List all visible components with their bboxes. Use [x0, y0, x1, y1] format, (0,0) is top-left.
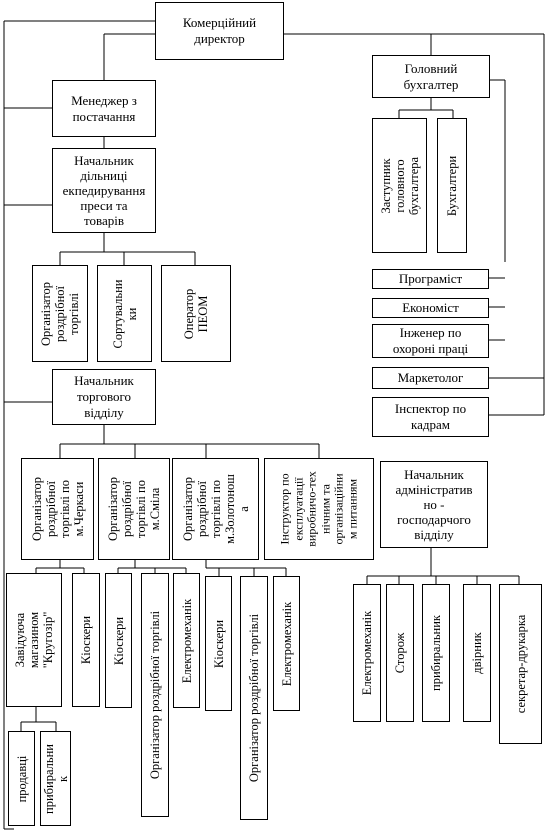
- retail-organizer-box: Організатор роздрібної торгівлі: [32, 265, 88, 362]
- cleaner-admin-box: прибиральник: [422, 584, 450, 722]
- electromechanic-zolotonosha-label: Електромеханік: [279, 601, 294, 686]
- kiosks-zolotonosha-box: Кіоскери: [205, 576, 232, 711]
- pc-operator-label: Оператор ПЕОМ: [182, 288, 210, 339]
- electromechanic-admin-label: Електромеханік: [360, 610, 374, 696]
- marketer-box: Маркетолог: [372, 367, 489, 389]
- safety-engineer-box: Інженер по охороні праці: [372, 324, 489, 358]
- deputy-chief-accountant-label: Заступник головного бухгалтера: [378, 156, 421, 215]
- trade-head-box: Начальник торгового відділу: [52, 369, 156, 425]
- retail-organizer-zolotonosha-label: Організатор роздрібної торгівлі: [247, 613, 261, 783]
- kiosks-cherkasy-label: Кіоскери: [79, 615, 93, 665]
- org-zolotonosha-label: Організатор роздрібної торгівлі по м.Зол…: [180, 474, 251, 544]
- kiosks-smila-label: Кіоскери: [111, 616, 126, 665]
- sorters-label: Сортувальни ки: [110, 279, 139, 348]
- kiosks-cherkasy-box: Кіоскери: [72, 573, 100, 707]
- sellers-label: продавці: [14, 755, 29, 802]
- kiosks-smila-box: Кіоскери: [105, 573, 132, 708]
- programmer-box: Програміст: [372, 269, 489, 289]
- org-zolotonosha-box: Організатор роздрібної торгівлі по м.Зол…: [172, 458, 259, 560]
- admin-head-box: Начальник адміністратив но - господарчог…: [380, 461, 488, 548]
- production-instructor-box: Інструктор по експлуатації виробничо-тех…: [264, 458, 374, 560]
- accountants-box: Бухгалтери: [437, 118, 467, 253]
- chief-accountant-box: Головний бухгалтер: [372, 55, 490, 98]
- retail-organizer-smila-box: Організатор роздрібної торгівлі: [141, 573, 169, 817]
- deputy-chief-accountant-box: Заступник головного бухгалтера: [372, 118, 427, 253]
- janitor-label: двірник: [470, 632, 484, 674]
- janitor-box: двірник: [463, 584, 491, 722]
- electromechanic-smila-label: Електромеханік: [179, 598, 194, 683]
- production-instructor-label: Інструктор по експлуатації виробничо-тех…: [277, 471, 360, 547]
- org-cherkasy-box: Організатор роздрібної торгівлі по м.Чер…: [21, 458, 94, 560]
- watchman-box: Сторож: [386, 584, 414, 722]
- org-smila-label: Організатор роздрібної торгівлі по м.Смі…: [106, 476, 162, 542]
- supply-manager-box: Менеджер з постачання: [52, 80, 156, 137]
- sorters-box: Сортувальни ки: [97, 265, 152, 362]
- electromechanic-smila-box: Електромеханік: [173, 573, 200, 708]
- sellers-box: продавці: [8, 731, 35, 826]
- store-manager-label: Завідуюча магазином "Кругозір": [13, 611, 55, 669]
- secretary-typist-label: секретар-друкарка: [513, 614, 528, 714]
- retail-organizer-label: Організатор роздрібної торгівлі: [39, 281, 81, 346]
- store-manager-box: Завідуюча магазином "Кругозір": [6, 573, 62, 707]
- pc-operator-box: Оператор ПЕОМ: [161, 265, 231, 362]
- cleaner-admin-label: прибиральник: [429, 615, 443, 691]
- secretary-typist-box: секретар-друкарка: [499, 584, 542, 744]
- electromechanic-admin-box: Електромеханік: [353, 584, 381, 722]
- watchman-label: Сторож: [393, 632, 407, 674]
- electromechanic-zolotonosha-box: Електромеханік: [273, 576, 300, 711]
- retail-organizer-smila-label: Організатор роздрібної торгівлі: [148, 610, 162, 780]
- economist-box: Економіст: [372, 298, 489, 318]
- accountants-label: Бухгалтери: [445, 155, 459, 216]
- hr-inspector-box: Інспектор по кадрам: [372, 397, 489, 437]
- commercial-director-box: Комерційний директор: [155, 2, 284, 60]
- kiosks-zolotonosha-label: Кіоскери: [211, 619, 226, 668]
- org-smila-box: Організатор роздрібної торгівлі по м.Смі…: [98, 458, 170, 560]
- cleaner-store-label: прибиральни к: [41, 743, 70, 814]
- org-cherkasy-label: Організатор роздрібної торгівлі по м.Чер…: [29, 476, 86, 542]
- expedition-head-box: Начальник дільниці екпедирування преси т…: [52, 148, 156, 233]
- cleaner-store-box: прибиральни к: [40, 731, 71, 826]
- retail-organizer-zolotonosha-box: Організатор роздрібної торгівлі: [240, 576, 268, 820]
